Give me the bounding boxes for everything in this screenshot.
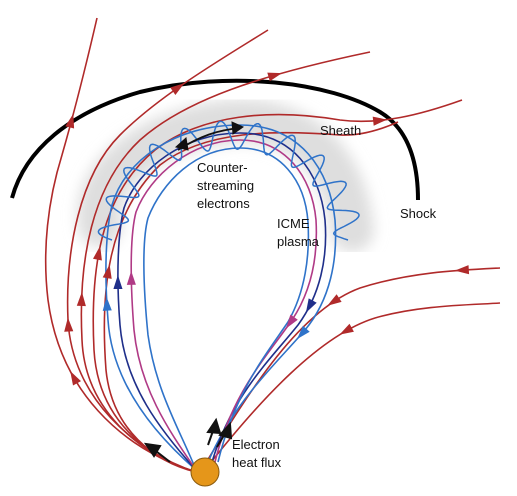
sun-source: [190, 457, 220, 487]
shock-front: [10, 78, 420, 201]
arrowhead-13: [297, 325, 310, 340]
arrowhead-8: [102, 264, 112, 279]
helical-field-line: [97, 120, 360, 241]
field-line-6: [203, 267, 501, 467]
label-shock: Shock: [400, 206, 437, 221]
arrowhead-11: [339, 323, 354, 335]
field-line-7: [207, 302, 501, 467]
label-counter-streaming-1: Counter-: [197, 160, 248, 175]
field-line-4: [92, 99, 463, 473]
loop-navy: [117, 132, 327, 471]
arrowhead-3: [64, 317, 74, 332]
arrowhead-14: [113, 275, 123, 289]
arrowhead-0: [65, 113, 75, 129]
arrowhead-2: [170, 83, 185, 95]
arrowhead-6: [372, 116, 388, 126]
counter-streaming-arrow: [174, 121, 245, 151]
arrowhead-12: [102, 296, 112, 311]
field-line-1: [44, 17, 197, 473]
arrowhead-9: [327, 294, 342, 306]
label-heat-flux-1: Electron: [232, 437, 280, 452]
field-line-3: [80, 51, 371, 473]
label-counter-streaming-2: streaming: [197, 178, 254, 193]
arrowhead-5: [76, 291, 86, 307]
arrowhead-17: [285, 314, 298, 329]
heat-flux-arrows: [143, 417, 233, 463]
arrowhead-4: [267, 72, 282, 82]
label-counter-streaming-3: electrons: [197, 196, 250, 211]
label-sheath: Sheath: [320, 123, 361, 138]
arrowhead-15: [305, 298, 317, 313]
arrowhead-16: [126, 270, 136, 285]
arrowhead-1: [70, 371, 81, 386]
field-line-5: [103, 121, 399, 473]
icme-plasma-cloud: [77, 99, 374, 252]
arrowhead-7: [93, 245, 102, 261]
label-icme-1: ICME: [277, 216, 310, 231]
field-lines-right: [203, 267, 501, 467]
label-heat-flux-2: heat flux: [232, 455, 282, 470]
label-icme-2: plasma: [277, 234, 320, 249]
arrowheads: [64, 72, 470, 386]
arrowhead-10: [454, 265, 470, 275]
